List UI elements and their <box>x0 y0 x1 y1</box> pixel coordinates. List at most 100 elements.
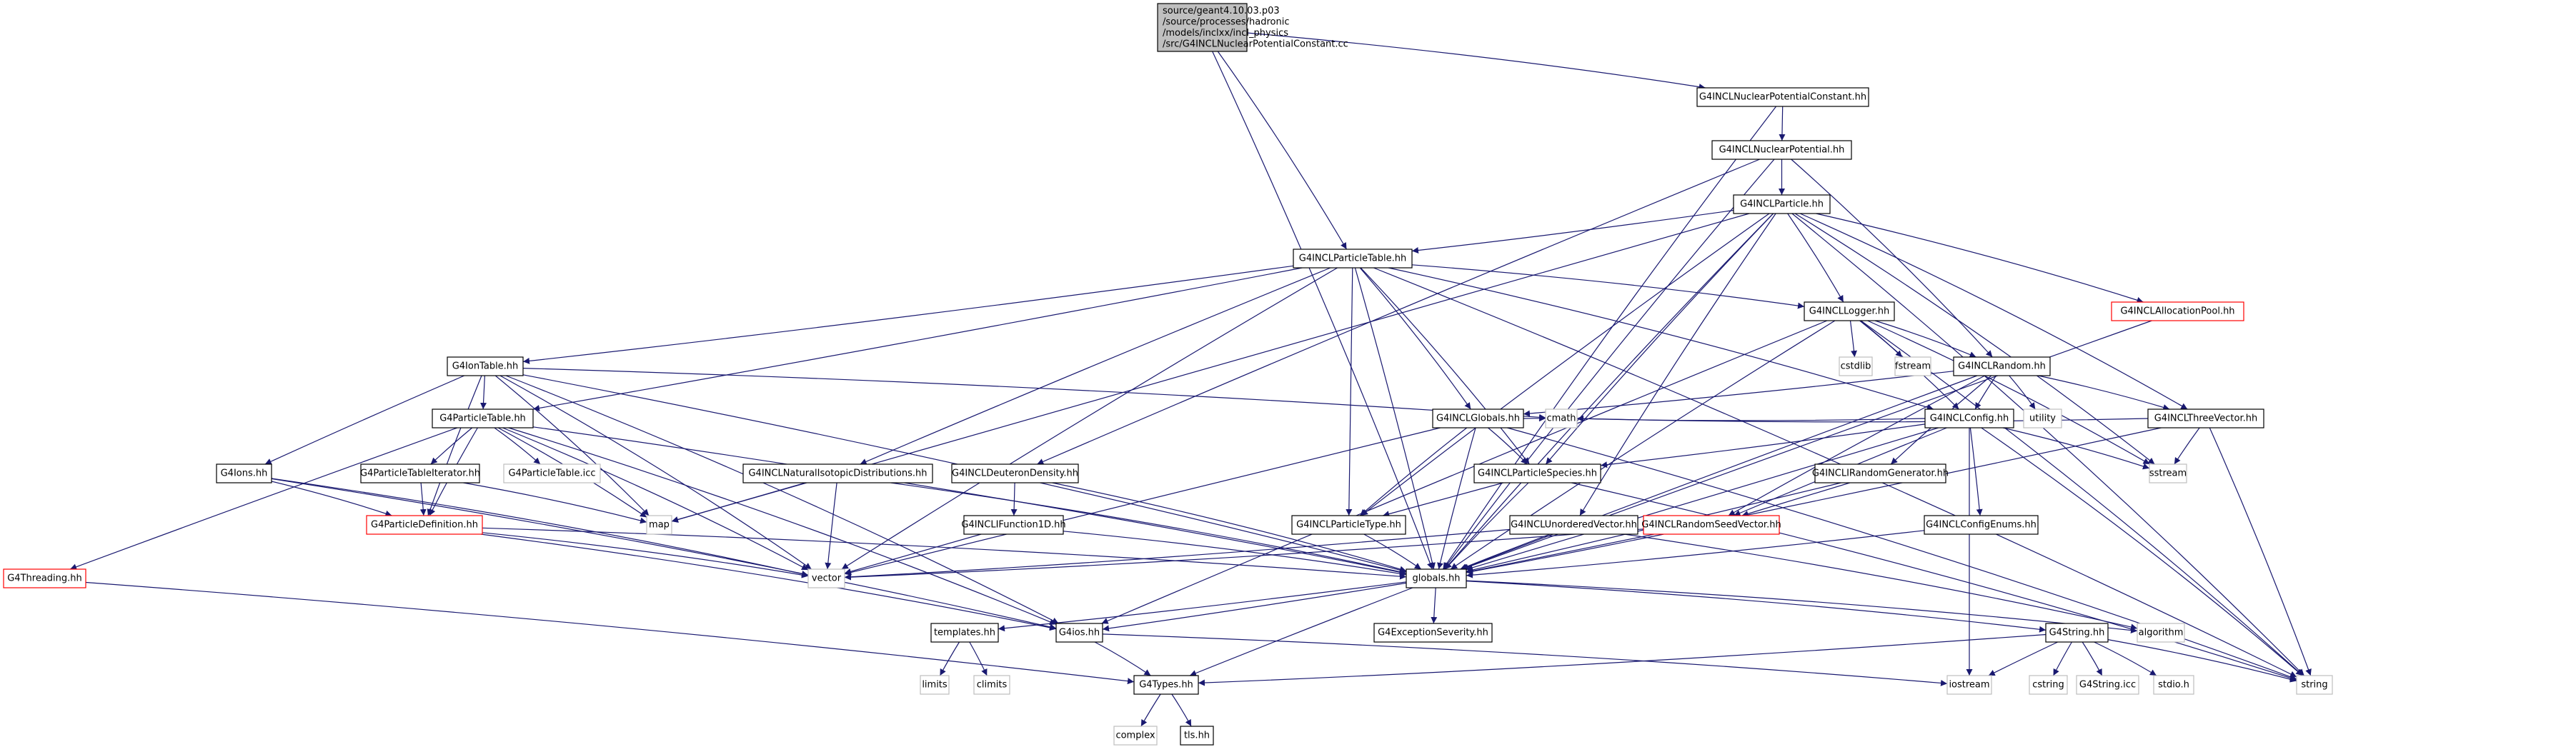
node-box-cstdlib <box>1839 356 1873 376</box>
node-logger[interactable]: G4INCLLogger.hh <box>1804 301 1895 321</box>
node-limits: limits <box>920 675 950 695</box>
node-box-rng <box>1814 463 1946 483</box>
node-inclglobals[interactable]: G4INCLGlobals.hh <box>1432 408 1524 428</box>
edge-g4particletable-to-threading <box>69 427 458 571</box>
edge-random-to-inclglobals <box>1523 371 1954 417</box>
node-g4types[interactable]: G4Types.hh <box>1133 675 1199 695</box>
node-root[interactable]: source/geant4.10.03.p03/source/processes… <box>1157 3 1348 52</box>
node-tlsh[interactable]: tls.hh <box>1180 726 1214 746</box>
node-npc[interactable]: G4INCLNuclearPotentialConstant.hh <box>1696 87 1869 107</box>
node-label-npc: G4INCLNuclearPotentialConstant.hh <box>1699 92 1866 103</box>
node-label-natural: G4INCLNaturalIsotopicDistributions.hh <box>748 468 927 479</box>
node-templates[interactable]: templates.hh <box>930 623 999 643</box>
edge-pdef-to-vector <box>482 532 809 578</box>
node-ptiterator[interactable]: G4ParticleTableIterator.hh <box>360 463 480 483</box>
edge-random-to-utility <box>2009 375 2036 410</box>
edge-iontable-to-pdef <box>427 375 482 516</box>
node-deuteron[interactable]: G4INCLDeuteronDensity.hh <box>951 463 1079 483</box>
node-particle[interactable]: G4INCLParticle.hh <box>1733 194 1831 214</box>
node-box-cmath <box>1545 408 1578 428</box>
node-natural[interactable]: G4INCLNaturalIsotopicDistributions.hh <box>742 463 933 483</box>
node-iontable[interactable]: G4IonTable.hh <box>447 356 524 376</box>
edge-threevector-to-sstream <box>2174 427 2200 465</box>
node-threading[interactable]: G4Threading.hh <box>3 568 86 588</box>
edge-pdef-to-g4ios <box>480 533 1057 631</box>
edge-deuteron-to-globals <box>1052 482 1407 573</box>
node-box-globals <box>1406 568 1467 588</box>
node-label-limits: limits <box>922 680 948 691</box>
edge-threading-to-g4types <box>85 581 1135 685</box>
node-label-inclglobals: G4INCLGlobals.hh <box>1436 413 1520 424</box>
node-g4string[interactable]: G4String.hh <box>2045 623 2109 643</box>
edge-particle-to-threevector <box>1799 213 2188 410</box>
node-box-ptable <box>1293 249 1413 269</box>
edge-pdef-to-globals <box>482 527 1407 580</box>
node-box-tlsh <box>1180 726 1214 746</box>
node-box-unordered <box>1509 515 1638 535</box>
node-box-templates <box>930 623 999 643</box>
node-box-g4particletable <box>432 408 534 428</box>
edge-globals-to-g4types <box>1189 587 1413 676</box>
node-label-cmath: cmath <box>1546 413 1576 424</box>
node-stdioh: stdio.h <box>2153 675 2194 695</box>
edge-logger-to-random <box>1874 320 1976 358</box>
node-unordered[interactable]: G4INCLUnorderedVector.hh <box>1509 515 1638 535</box>
edge-g4string-to-g4types <box>1198 633 2047 686</box>
edge-threevector-to-string <box>2209 427 2312 676</box>
node-label-g4types: G4Types.hh <box>1139 680 1193 691</box>
node-box-pdef <box>366 515 483 535</box>
node-box-utility <box>2023 408 2062 428</box>
node-species[interactable]: G4INCLParticleSpecies.hh <box>1473 463 1601 483</box>
edge-function1d-to-globals <box>1063 531 1407 577</box>
node-label-algorithm: algorithm <box>2139 628 2184 638</box>
edge-random-to-seedvec <box>1728 375 1985 516</box>
node-label-globals: globals.hh <box>1412 573 1460 584</box>
node-label-cfgenums: G4INCLConfigEnums.hh <box>1926 520 2037 531</box>
edge-seedvec-to-vector <box>844 528 1644 581</box>
node-box-stdioh <box>2153 675 2194 695</box>
node-pdef[interactable]: G4ParticleDefinition.hh <box>366 515 483 535</box>
node-label-root-line-0: source/geant4.10.03.p03 <box>1163 6 1280 16</box>
edge-g4ios-to-g4types <box>1094 641 1151 676</box>
node-box-allocpool <box>2111 301 2244 321</box>
node-ptype[interactable]: G4INCLParticleType.hh <box>1291 515 1406 535</box>
node-allocpool[interactable]: G4INCLAllocationPool.hh <box>2111 301 2244 321</box>
node-box-cfgenums <box>1924 515 2039 535</box>
node-box-g4types <box>1133 675 1199 695</box>
node-label-exseverity: G4ExceptionSeverity.hh <box>1378 628 1488 638</box>
node-label-random: G4INCLRandom.hh <box>1958 361 2046 372</box>
node-ptable[interactable]: G4INCLParticleTable.hh <box>1293 249 1413 269</box>
node-seedvec[interactable]: G4INCLRandomSeedVector.hh <box>1641 515 1781 535</box>
edge-ptable-to-config <box>1388 267 1934 411</box>
node-cstdlib: cstdlib <box>1839 356 1873 376</box>
node-box-config <box>1924 408 2014 428</box>
node-threevector[interactable]: G4INCLThreeVector.hh <box>2147 408 2264 428</box>
node-g4ios[interactable]: G4ios.hh <box>1055 623 1103 643</box>
edge-iontable-to-vector <box>499 375 812 570</box>
node-box-exseverity <box>1373 623 1493 643</box>
node-np[interactable]: G4INCLNuclearPotential.hh <box>1711 140 1852 160</box>
node-g4stringicc: G4String.icc <box>2076 675 2139 695</box>
edge-ptable-to-logger <box>1411 264 1805 309</box>
node-label-root-line-2: /models/inclxx/incl_physics <box>1163 28 1288 39</box>
edge-ptable-to-globals <box>1354 267 1436 570</box>
edge-config-to-species <box>1600 423 1926 468</box>
edge-particle-to-species <box>1545 213 1774 465</box>
edge-templates-to-climits <box>969 641 988 676</box>
edge-iontable-to-cmath <box>522 368 1546 421</box>
node-exseverity[interactable]: G4ExceptionSeverity.hh <box>1373 623 1493 643</box>
node-random[interactable]: G4INCLRandom.hh <box>1953 356 2051 376</box>
node-g4particletable[interactable]: G4ParticleTable.hh <box>432 408 534 428</box>
node-g4ions[interactable]: G4Ions.hh <box>216 463 272 483</box>
edge-natural-to-vector <box>825 482 837 570</box>
node-rng[interactable]: G4INCLIRandomGenerator.hh <box>1812 463 1949 483</box>
node-box-seedvec <box>1643 515 1780 535</box>
node-layer: source/geant4.10.03.p03/source/processes… <box>3 3 2333 746</box>
node-config[interactable]: G4INCLConfig.hh <box>1924 408 2014 428</box>
edge-g4particletable-to-globals <box>532 426 1407 576</box>
edge-g4types-to-tlsh <box>1171 693 1192 727</box>
node-cfgenums[interactable]: G4INCLConfigEnums.hh <box>1924 515 2039 535</box>
edge-root-to-ptable <box>1217 51 1348 250</box>
node-globals[interactable]: globals.hh <box>1406 568 1467 588</box>
node-function1d[interactable]: G4INCLIFunction1D.hh <box>961 515 1066 535</box>
